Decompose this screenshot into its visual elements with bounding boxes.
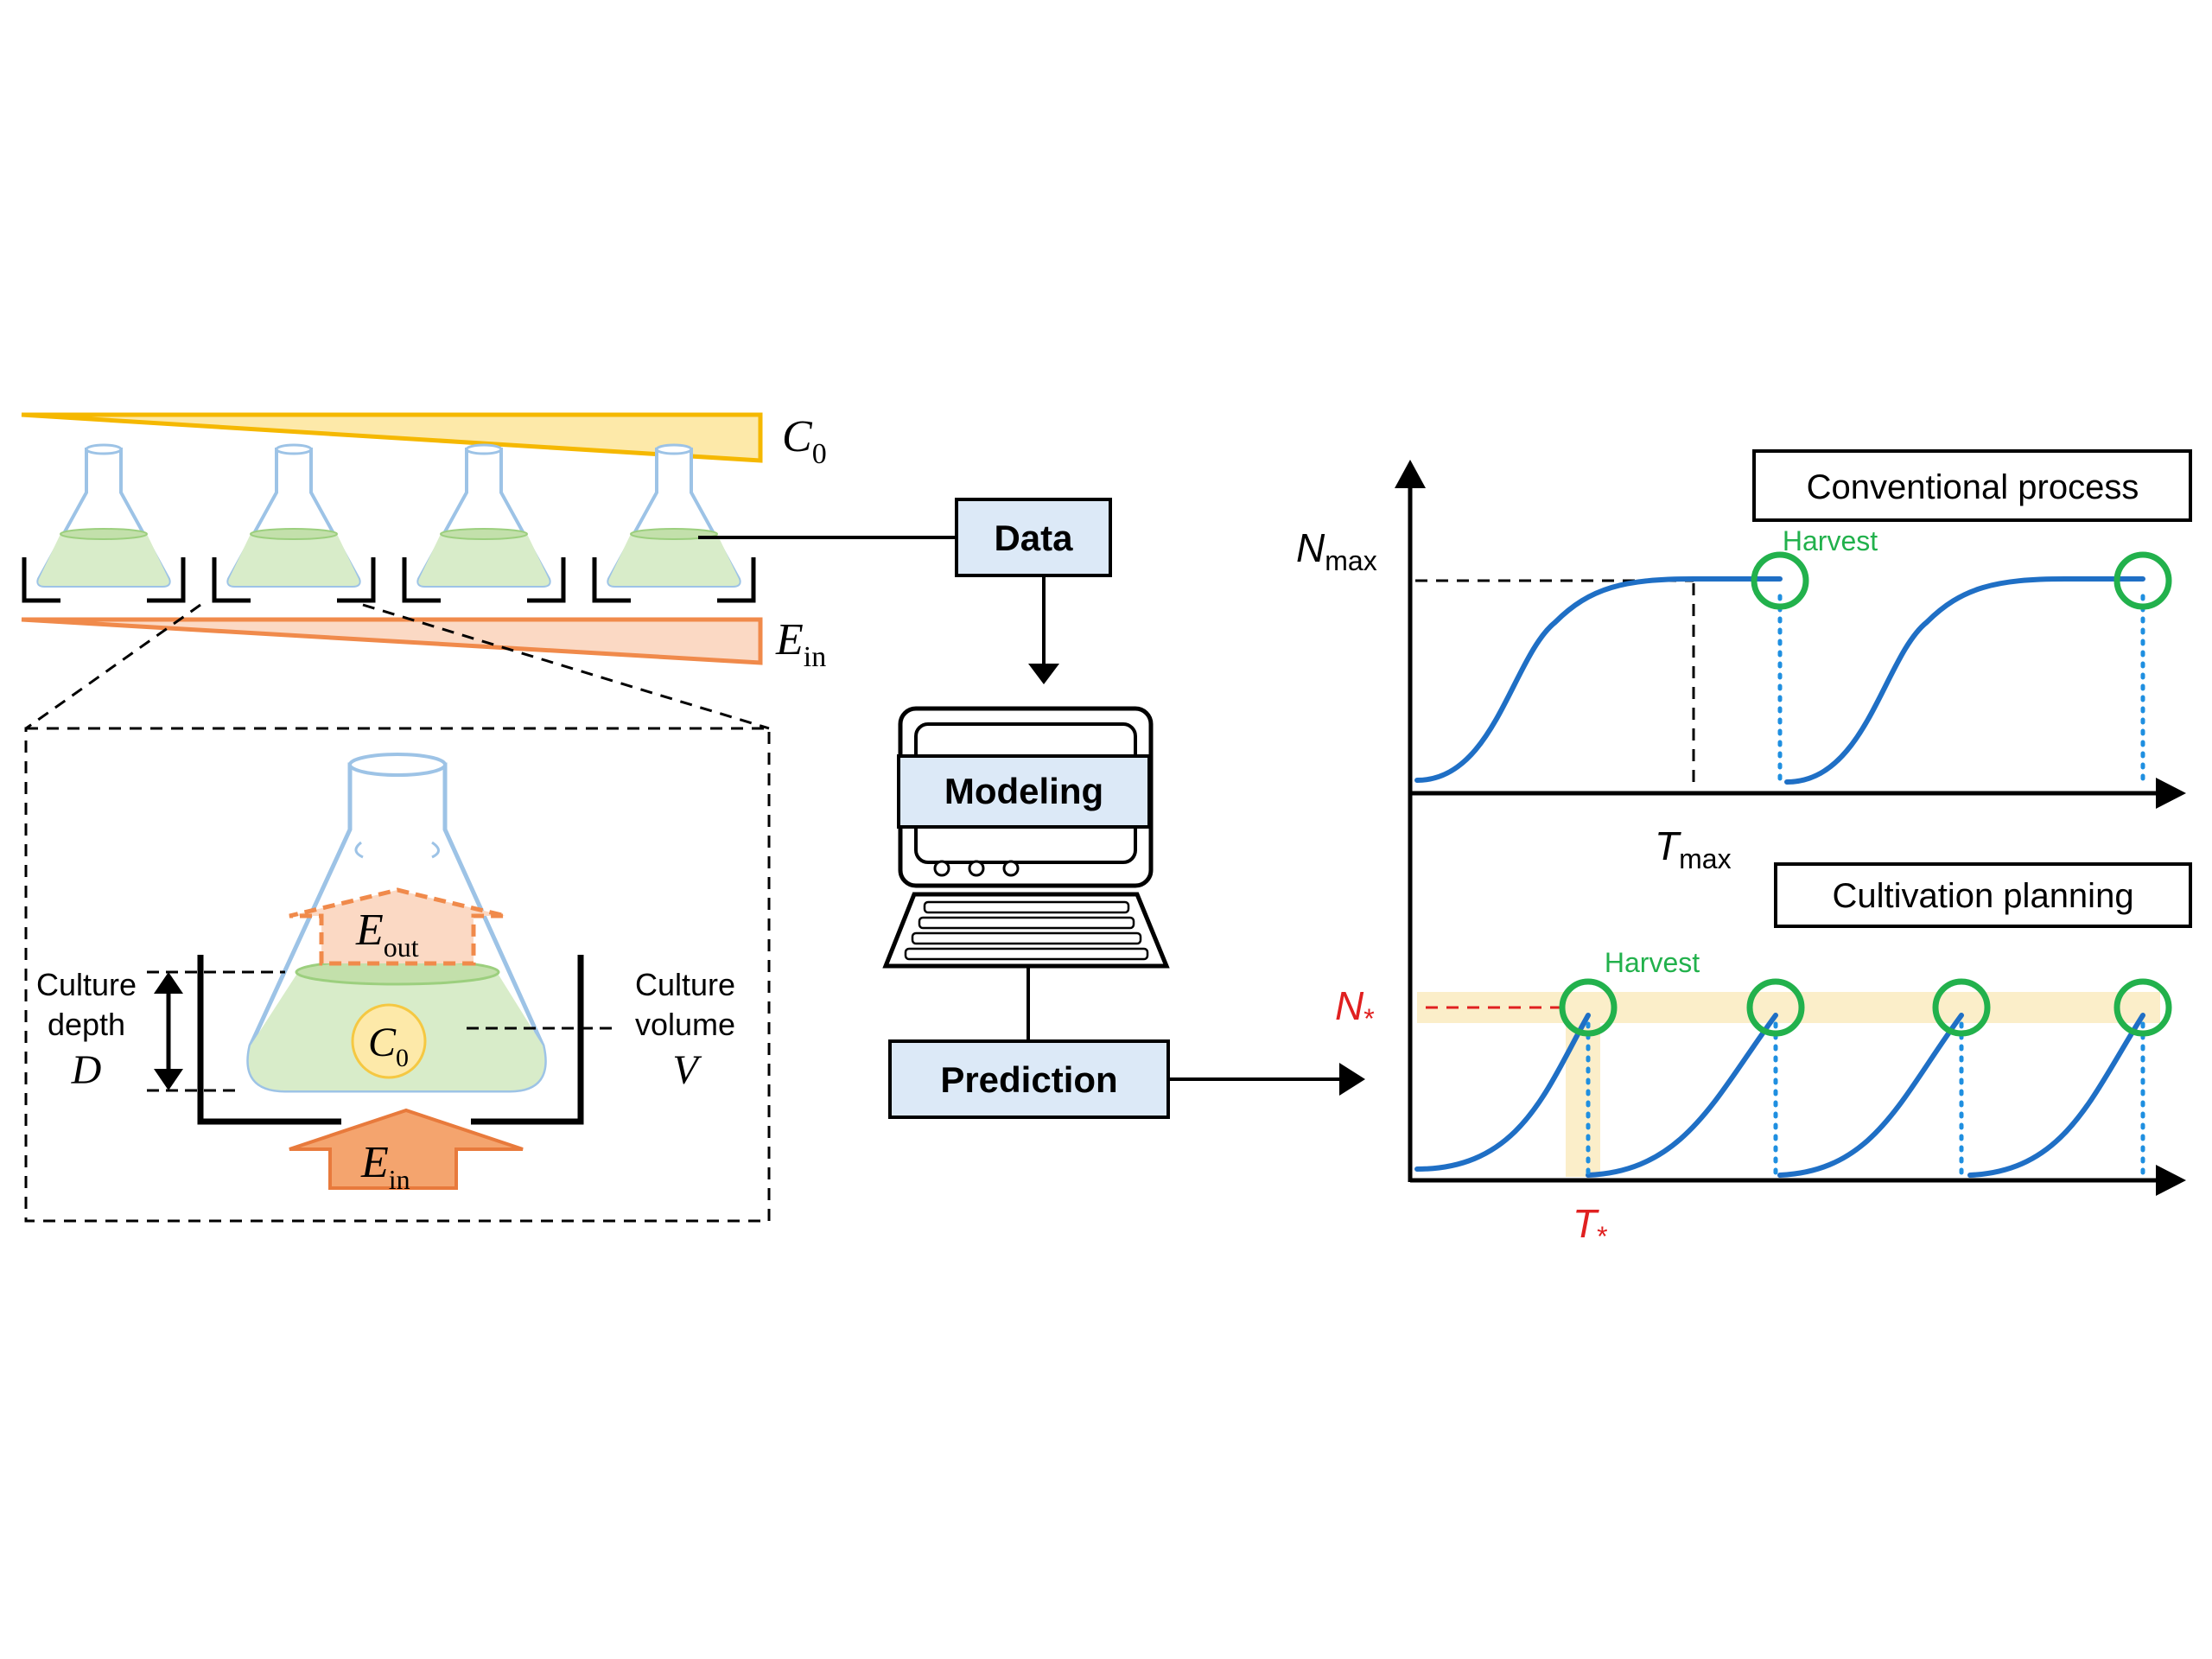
depth-markers — [147, 970, 285, 1092]
depth-text-2: depth — [48, 1007, 125, 1042]
data-label: Data — [994, 518, 1073, 558]
top-graph-title: Conventional process — [1807, 468, 2139, 506]
flask-small-4 — [607, 443, 741, 588]
c0-gradient — [21, 412, 763, 463]
data-to-model-arrowhead — [1028, 664, 1059, 684]
bottom-harvest-label: Harvest — [1605, 947, 1700, 978]
modeling-box — [897, 754, 1151, 829]
flask-small-2 — [226, 443, 361, 588]
bottom-graph-title-box — [1774, 862, 2192, 928]
bottom-x-axis-arrowhead — [2156, 1165, 2186, 1196]
large-holder — [197, 955, 584, 1125]
top-harvest-label: Harvest — [1783, 525, 1878, 556]
data-box — [955, 498, 1112, 577]
zoom-lines — [25, 603, 770, 730]
depth-text-1: Culture — [36, 967, 137, 1002]
flask-small-1 — [36, 443, 171, 588]
ein-gradient — [21, 617, 763, 665]
y-axis-arrowhead — [1395, 460, 1426, 488]
eout-arrow — [289, 887, 506, 966]
top-x-axis-arrowhead — [2156, 778, 2186, 809]
ein-top-label: Ein — [775, 615, 826, 673]
modeling-label: Modeling — [944, 771, 1103, 811]
inset-frame — [24, 727, 771, 1223]
bottom-harvest-circles — [1559, 978, 2172, 1037]
c0-top-label: C0 — [782, 412, 827, 470]
prediction-box — [888, 1039, 1170, 1119]
graph-axes — [1408, 484, 2160, 1183]
ein-inset-arrow — [289, 1108, 524, 1190]
flask-holders — [22, 557, 756, 603]
computer-icon — [882, 706, 1170, 969]
ein-inset-label: Ein — [360, 1138, 410, 1195]
prediction-arrowhead — [1339, 1063, 1365, 1096]
top-guides — [1415, 579, 1695, 788]
c0-circle — [351, 1003, 427, 1079]
top-harvest-drops — [1777, 594, 2145, 789]
volume-text-2: volume — [635, 1007, 735, 1042]
bottom-harvest-drops — [1586, 1021, 2145, 1178]
c0-inset-label: C0 — [368, 1020, 409, 1072]
volume-symbol: V — [672, 1047, 702, 1093]
n-star-band — [1417, 992, 2160, 1023]
volume-text-1: Culture — [635, 967, 735, 1002]
bottom-x-label: T* — [1573, 1201, 1608, 1252]
top-graph-title-box — [1752, 449, 2192, 522]
bottom-y-label: N* — [1335, 983, 1375, 1034]
top-curves — [1414, 576, 2145, 785]
top-x-label: Tmax — [1655, 823, 1732, 874]
bottom-graph-title: Cultivation planning — [1832, 877, 2133, 915]
top-harvest-circles — [1751, 551, 2172, 610]
depth-symbol: D — [71, 1047, 102, 1093]
eout-label: Eout — [355, 906, 419, 963]
top-y-label: Nmax — [1296, 525, 1377, 576]
flask-small-3 — [416, 443, 551, 588]
t-star-band — [1566, 1011, 1600, 1177]
prediction-label: Prediction — [940, 1059, 1117, 1100]
bottom-curves — [1414, 1013, 2145, 1178]
flask-row — [36, 443, 741, 588]
